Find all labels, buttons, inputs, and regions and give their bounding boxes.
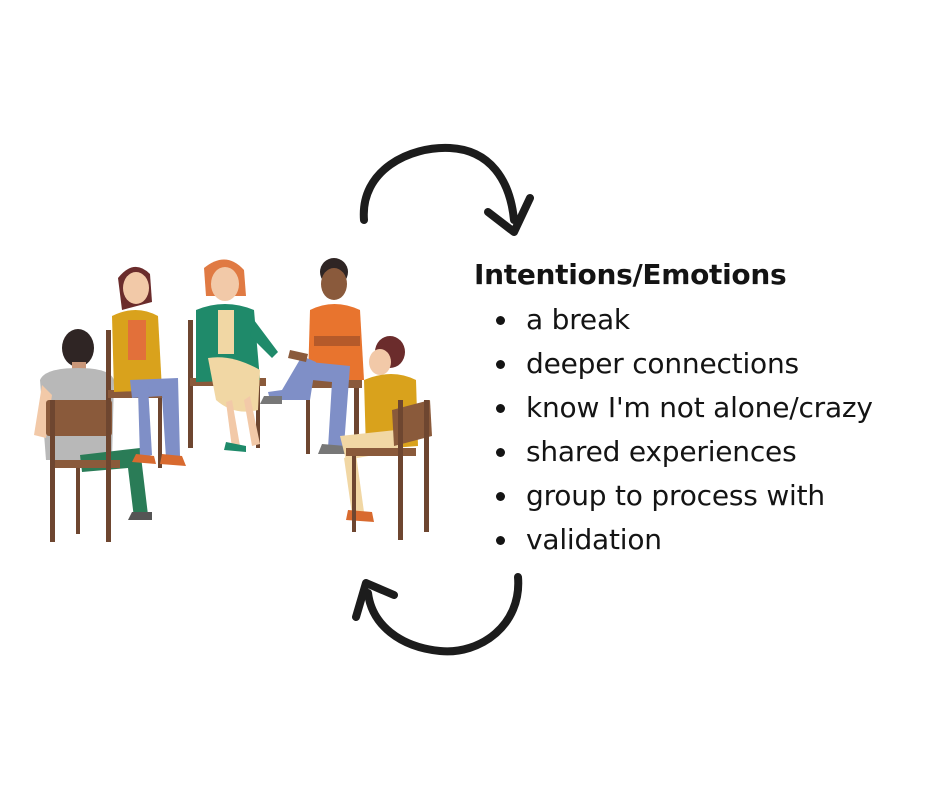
list-item-text: a break xyxy=(526,303,630,336)
intentions-list: a break deeper connections know I'm not … xyxy=(474,298,924,562)
list-item-text: know I'm not alone/crazy xyxy=(526,391,873,424)
bullet-icon xyxy=(496,492,505,501)
person-orange-hoodie xyxy=(260,258,364,454)
list-item: group to process with xyxy=(474,474,924,518)
bullet-icon xyxy=(496,360,505,369)
curved-arrow-clockwise-icon xyxy=(359,143,534,236)
bullet-icon xyxy=(496,536,505,545)
person-gray-shirt xyxy=(34,329,152,542)
list-item-text: group to process with xyxy=(526,479,825,512)
list-item-text: deeper connections xyxy=(526,347,799,380)
section-heading: Intentions/Emotions xyxy=(474,258,787,291)
list-item: know I'm not alone/crazy xyxy=(474,386,924,430)
person-mustard-sweater xyxy=(340,336,432,540)
list-item-text: validation xyxy=(526,523,662,556)
intentions-panel: Intentions/Emotions a break deeper conne… xyxy=(474,258,924,562)
list-item: a break xyxy=(474,298,924,342)
person-mustard-cardigan xyxy=(106,266,186,468)
curved-arrow-clockwise-icon xyxy=(352,573,523,656)
list-item: shared experiences xyxy=(474,430,924,474)
bullet-icon xyxy=(496,404,505,413)
bullet-icon xyxy=(496,448,505,457)
list-item: validation xyxy=(474,518,924,562)
bullet-icon xyxy=(496,316,505,325)
support-group-illustration xyxy=(34,258,432,542)
person-green-blazer xyxy=(188,259,278,452)
list-item: deeper connections xyxy=(474,342,924,386)
list-item-text: shared experiences xyxy=(526,435,797,468)
